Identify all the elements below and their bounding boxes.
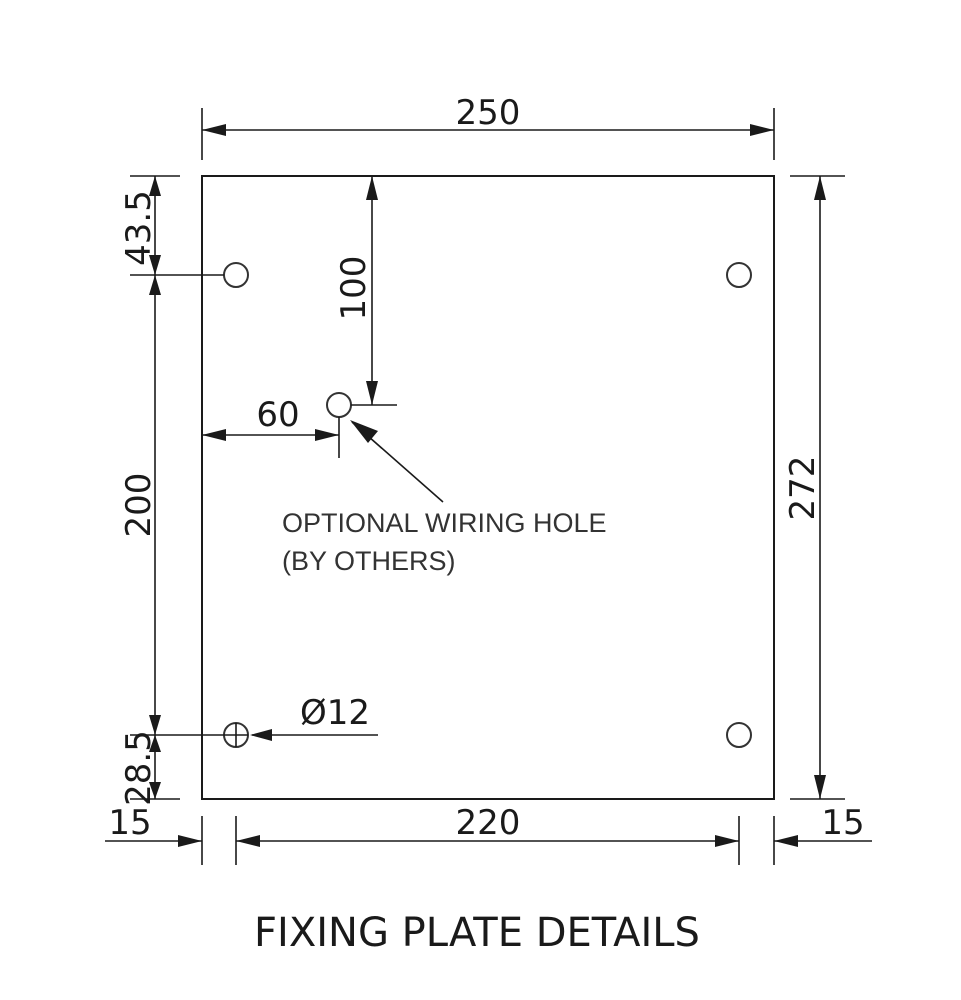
hole-diameter-leader: Ø12 bbox=[250, 693, 378, 741]
dimension-edge-right-label: 15 bbox=[821, 803, 864, 843]
fixing-hole-top-right bbox=[726, 262, 752, 288]
dimension-plate-height-label: 272 bbox=[783, 456, 823, 521]
plate-outline bbox=[201, 175, 775, 800]
wiring-hole bbox=[326, 392, 352, 418]
dimension-plate-width-label: 250 bbox=[456, 93, 521, 133]
dimension-hole-spacing-horizontal-label: 220 bbox=[456, 803, 521, 843]
wiring-hole-note-line1: OPTIONAL WIRING HOLE bbox=[282, 508, 607, 538]
dimension-top-to-hole-label: 43.5 bbox=[119, 190, 159, 266]
dimension-left-to-wiring-hole: 60 bbox=[202, 395, 340, 458]
dimension-hole-spacing-vertical-label: 200 bbox=[119, 473, 159, 538]
dimension-left-to-wiring-hole-label: 60 bbox=[256, 395, 299, 435]
hole-diameter-label: Ø12 bbox=[300, 693, 370, 733]
dimension-plate-height: 272 bbox=[783, 175, 845, 800]
wiring-hole-leader bbox=[350, 420, 444, 503]
dimension-top-to-wiring-hole: 100 bbox=[334, 176, 397, 406]
fixing-hole-bottom-right bbox=[726, 722, 752, 748]
dimension-plate-width: 250 bbox=[201, 93, 775, 160]
fixing-hole-top-left bbox=[223, 262, 249, 288]
wiring-hole-note-line2: (BY OTHERS) bbox=[282, 546, 456, 576]
dimension-bottom-horizontal: 15 220 15 bbox=[105, 803, 872, 865]
drawing-title: FIXING PLATE DETAILS bbox=[254, 910, 700, 956]
dimension-edge-left-label: 15 bbox=[108, 803, 151, 843]
dimension-top-to-wiring-hole-label: 100 bbox=[334, 256, 374, 321]
fixing-hole-bottom-left bbox=[223, 722, 249, 748]
dimension-bottom-to-hole-label: 28.5 bbox=[119, 730, 159, 806]
dimension-left-vertical: 43.5 200 28.5 bbox=[119, 175, 224, 806]
